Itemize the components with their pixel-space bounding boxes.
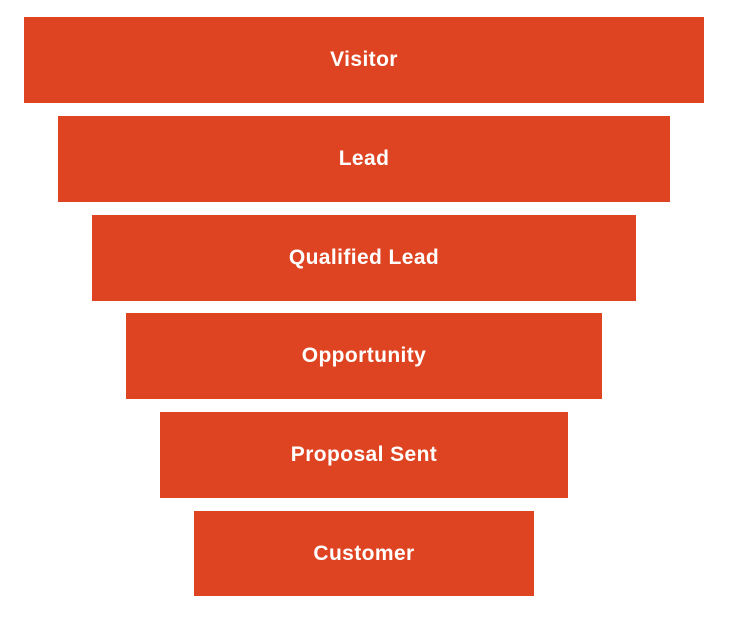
funnel-stage-label: Visitor xyxy=(330,48,398,71)
funnel-stage-lead: Lead xyxy=(58,116,670,202)
funnel-stage-label: Qualified Lead xyxy=(288,246,440,269)
funnel-stage-customer: Customer xyxy=(194,511,534,596)
funnel-stage-visitor: Visitor xyxy=(24,17,704,103)
funnel-stage-label: Lead xyxy=(338,147,390,170)
funnel-stage-proposal-sent: Proposal Sent xyxy=(160,412,568,498)
funnel-stage-opportunity: Opportunity xyxy=(126,313,602,399)
funnel-stage-label: Customer xyxy=(313,541,415,565)
funnel-stage-qualified-lead: Qualified Lead xyxy=(92,215,636,301)
funnel-stage-label: Proposal Sent xyxy=(290,443,438,466)
funnel-stage-label: Opportunity xyxy=(301,344,427,367)
